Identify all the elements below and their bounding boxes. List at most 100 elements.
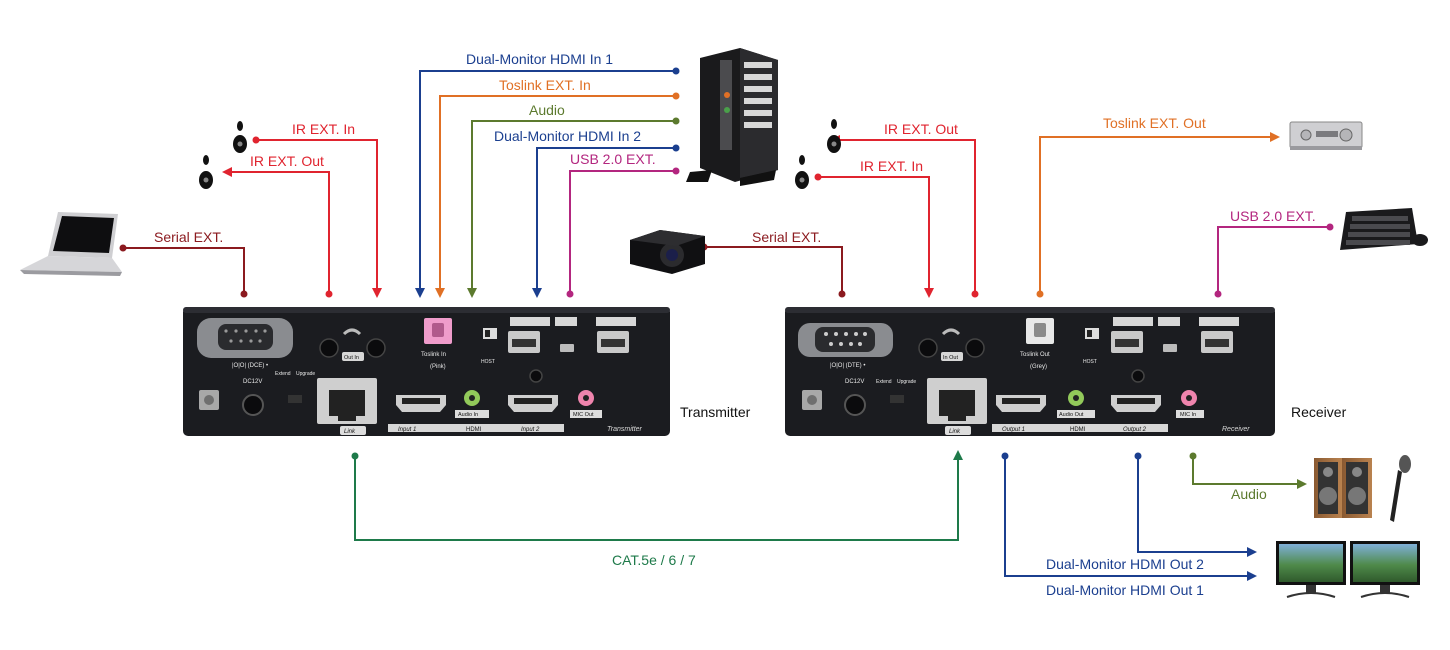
tx-panel-label: Transmitter [607,426,643,433]
projector-icon [630,230,705,274]
rx-hdmi2-line [1137,456,1257,557]
transmitter-unit: |O|O| (DCE) • Out In Toslink In (Pink) H… [183,307,670,436]
tx-ir-out-line [222,167,330,294]
tx-rs232-port: |O|O| (DCE) • [197,318,293,369]
rx-panel-label: Receiver [1222,426,1250,433]
svg-text:Link: Link [949,429,961,435]
tx-serial-line [123,247,245,294]
svg-text:(Grey): (Grey) [1030,364,1047,370]
tx-power: DC12V Extend Upgrade [199,371,315,416]
svg-text:(Pink): (Pink) [430,364,446,370]
cat-cable-line [354,450,963,541]
svg-text:Output 1: Output 1 [1002,427,1025,433]
rx-usb-line [1217,226,1330,294]
svg-text:In Out: In Out [943,355,958,361]
svg-text:Toslink Out: Toslink Out [1020,352,1050,358]
tx-ir-in-line [256,139,382,298]
audio-amplifier-icon [1289,121,1363,150]
rx-ir-out-label: IR EXT. Out [884,121,958,137]
tx-toslink-label: Toslink EXT. In [499,77,591,93]
tx-ir-jacks: Out In [319,328,386,361]
rx-power: DC12V Extend Upgrade [802,379,916,416]
svg-text:Link: Link [344,429,356,435]
rx-ir-in-label: IR EXT. In [860,158,923,174]
tx-toslink-port: Toslink In (Pink) [421,318,452,370]
rx-hdmi1-label: Dual-Monitor HDMI Out 1 [1046,582,1204,598]
svg-text:Upgrade: Upgrade [296,371,315,377]
tx-audio-label: Audio [529,102,565,118]
rx-usb-ports [1111,317,1239,353]
ir-sensor-icon-rx-in [795,155,809,189]
svg-text:DC12V: DC12V [243,379,262,385]
dual-monitors-icon [1276,541,1420,598]
ir-emitter-icon-tx-out [199,155,213,189]
tx-hdmi1-line [415,70,676,298]
rx-serial-line [704,246,843,294]
cat-cable-label: CAT.5e / 6 / 7 [612,552,696,568]
rx-ir-out-line [830,135,976,294]
svg-text:Out In: Out In [344,355,359,361]
tx-serial-label: Serial EXT. [154,229,223,245]
svg-text:Output 2: Output 2 [1123,427,1147,433]
speakers-microphone-icon [1314,455,1411,522]
rx-link-port: Link [927,378,987,435]
svg-text:HOST: HOST [481,359,495,365]
svg-text:Audio In: Audio In [458,412,478,418]
svg-text:HDMI: HDMI [466,427,482,433]
ir-sensor-icon-tx-in [233,121,247,153]
svg-text:Input 1: Input 1 [398,427,416,433]
receiver-name: Receiver [1291,404,1347,420]
tx-audio-line [467,120,676,298]
tx-hdmi2-line [532,147,676,298]
tx-link-port: Link [317,378,377,435]
svg-text:Toslink In: Toslink In [421,352,446,358]
svg-text:HDMI: HDMI [1070,427,1086,433]
rx-toslink-label: Toslink EXT. Out [1103,115,1206,131]
svg-text:Extend: Extend [275,371,291,377]
tx-toslink-line [435,95,676,298]
svg-text:MIC Out: MIC Out [573,412,594,418]
rx-audio-jacks: Audio Out MIC In [1057,390,1204,418]
svg-text:Upgrade: Upgrade [897,379,916,385]
svg-text:HOST: HOST [1083,359,1097,365]
transmitter-name: Transmitter [680,404,751,420]
rx-toslink-line [1039,132,1280,294]
rx-rs232-port: |O|O| (DTE) • [798,323,893,369]
ir-emitter-icon-rx-out [827,119,841,153]
svg-text:Extend: Extend [876,379,892,385]
connection-lines [123,70,1330,581]
tx-hdmi-ports: Input 1 HDMI Input 2 [388,395,564,433]
connection-dots [119,67,1334,460]
laptop-icon [20,212,122,276]
rx-toslink-port: Toslink Out (Grey) [1020,318,1054,370]
tx-usb-line [569,170,676,294]
rx-serial-label: Serial EXT. [752,229,821,245]
tx-host-switch: HOST [481,328,497,365]
tx-usb-label: USB 2.0 EXT. [570,151,656,167]
svg-text:DC12V: DC12V [845,379,864,385]
rx-hdmi2-label: Dual-Monitor HDMI Out 2 [1046,556,1204,572]
connection-labels: IR EXT. In IR EXT. Out Serial EXT. Dual-… [154,51,1347,598]
rx-ir-in-line [818,176,934,298]
tx-usb-ports [508,317,636,353]
tx-audio-jacks: Audio In MIC Out [455,390,602,418]
rx-hdmi1-line [1004,456,1257,581]
rx-usb-label: USB 2.0 EXT. [1230,208,1316,224]
rx-hdmi-ports: Output 1 HDMI Output 2 [992,395,1168,433]
tx-ir-in-label: IR EXT. In [292,121,355,137]
receiver-unit: |O|O| (DTE) • In Out Toslink Out (Grey) … [785,307,1275,436]
tx-hdmi2-label: Dual-Monitor HDMI In 2 [494,128,641,144]
svg-text:MIC In: MIC In [1180,412,1196,418]
svg-text:|O|O| (DCE) •: |O|O| (DCE) • [232,363,268,369]
svg-text:Input 2: Input 2 [521,427,540,433]
tx-ir-out-label: IR EXT. Out [250,153,324,169]
keyboard-mouse-icon [1340,208,1428,250]
rx-host-switch: HOST [1083,328,1099,365]
svg-text:Audio Out: Audio Out [1059,412,1084,418]
server-tower-icon [686,48,778,186]
rx-ir-jacks: In Out [918,328,985,361]
svg-text:|O|O| (DTE) •: |O|O| (DTE) • [830,363,865,369]
rx-audio-label: Audio [1231,486,1267,502]
rx-audio-line [1192,456,1307,489]
